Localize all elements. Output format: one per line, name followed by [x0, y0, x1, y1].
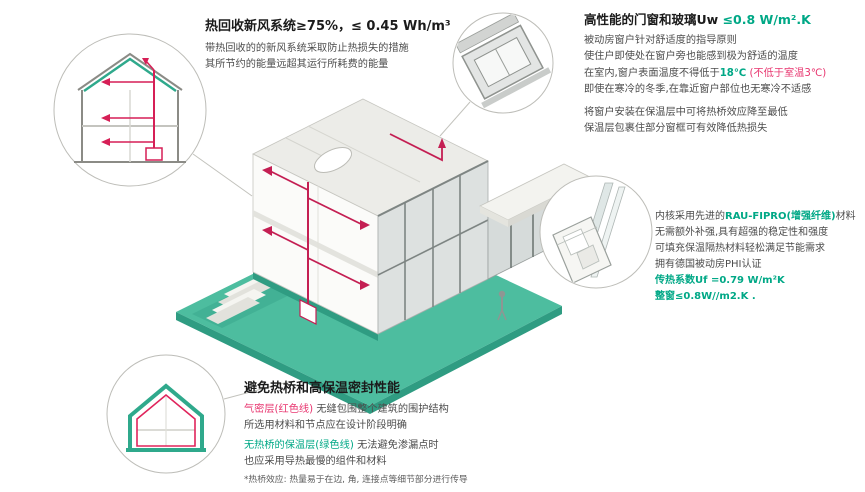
ventilation-body-line: 带热回收的的新风系统采取防止热损失的措施 — [205, 42, 409, 54]
thermal-footnote: *热桥效应: 热量易于在边, 角, 连接点等细节部分进行传导 — [244, 474, 468, 485]
window-profile-vignette — [539, 175, 653, 289]
heat-exchanger-unit — [145, 147, 163, 161]
windows-body-line: 保温层包裹住部分窗框可有效降低热损失 — [584, 123, 768, 135]
window-corner-vignette — [452, 12, 554, 114]
frame-profile-section — [552, 182, 626, 284]
thermal-body-line: 无热桥的保温层(绿色线) 无法避免渗漏点时 — [244, 440, 439, 452]
uw-value: 整窗≤0.8W//m2.K . — [655, 291, 756, 302]
rau-fipro-label: RAU-FIPRO(增强纤维) — [725, 211, 836, 222]
window-section — [455, 12, 552, 109]
thermal-title: 避免热桥和高保温密封性能 — [244, 381, 401, 396]
airflow-arrows-icon — [101, 58, 163, 161]
thermal-body-line: 所选用材料和节点应在设计阶段明确 — [244, 419, 407, 431]
windows-callout: 高性能的门窗和玻璃Uw ≤0.8 W/m².K 被动房窗户针对舒适度的指导原则 … — [584, 12, 862, 138]
frame-body-line: 拥有德国被动房PHI认证 — [655, 259, 762, 270]
ground-slab-insulation — [253, 272, 378, 341]
ventilation-title: 热回收新风系统≥75%，≤ 0.45 Wh/m³ — [205, 19, 451, 34]
airtight-layer-label: 气密层(红色线) — [244, 403, 314, 415]
insulation-envelope — [126, 383, 206, 452]
ventilation-body-line: 其所节约的能量远超其运行所耗费的能量 — [205, 58, 389, 70]
ventilation-callout: 热回收新风系统≥75%，≤ 0.45 Wh/m³ 带热回收的的新风系统采取防止热… — [205, 18, 473, 73]
heat-recovery-unit — [299, 299, 317, 325]
frame-callout: 内核采用先进的RAU-FIPRO(增强纤维)材料 无需额外补强,具有超强的稳定性… — [655, 209, 865, 305]
windows-body-line: 被动房窗户针对舒适度的指导原则 — [584, 34, 737, 46]
house-section — [74, 52, 186, 163]
frame-body-line: 内核采用先进的RAU-FIPRO(增强纤维)材料 — [655, 211, 856, 222]
frame-body-line: 可填充保温隔热材料轻松满足节能需求 — [655, 243, 825, 254]
person-figure — [497, 290, 507, 321]
thermal-callout: 避免热桥和高保温密封性能 气密层(红色线) 无缝包围整个建筑的围护结构 所选用材… — [244, 380, 556, 486]
frame-body-line: 无需额外补强,具有超强的稳定性和强度 — [655, 227, 829, 238]
indoor-temp-value: 18℃ — [719, 67, 747, 79]
windows-title-text: 高性能的门窗和玻璃Uw — [584, 12, 723, 27]
windows-body-line: 即使在寒冷的冬季,在靠近窗户部位也无寒冷不适感 — [584, 83, 812, 95]
windows-title: 高性能的门窗和玻璃Uw ≤0.8 W/m².K — [584, 12, 862, 29]
uf-value: 传热系数Uf =0.79 W/m²K — [655, 275, 785, 286]
airtight-layer-line — [136, 393, 196, 447]
ventilation-detail-vignette — [53, 33, 207, 187]
thermal-body-line: 也应采用导热最慢的组件和材料 — [244, 456, 387, 468]
windows-body-line: 将窗户安装在保温层中可将热桥效应降至最低 — [584, 107, 788, 119]
windows-body-line: 在室内,窗户表面温度不得低于18℃ (不低于室温3℃) — [584, 67, 827, 79]
thermal-detail-vignette — [106, 354, 226, 474]
heat-recovery-ducts — [262, 133, 446, 325]
insulation-layer-label: 无热桥的保温层(绿色线) — [244, 440, 354, 452]
indoor-temp-note: (不低于室温3℃) — [746, 67, 827, 79]
glass-facade — [377, 160, 489, 335]
windows-body-line: 使住户即使处在窗户旁也能感到极为舒适的温度 — [584, 51, 798, 63]
bathtub — [313, 146, 353, 174]
windows-title-value: ≤0.8 W/m².K — [722, 12, 811, 27]
thermal-body-line: 气密层(红色线) 无缝包围整个建筑的围护结构 — [244, 403, 449, 415]
